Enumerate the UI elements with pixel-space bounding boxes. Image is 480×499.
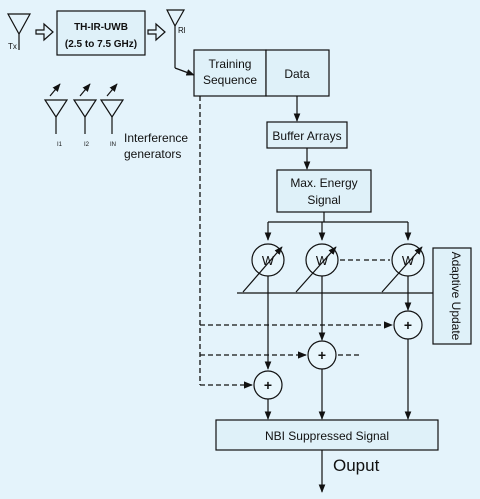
- hollow-arrow-2-icon: [147, 22, 166, 42]
- training-label-line1: Training: [209, 57, 252, 71]
- adaptive-update-block: [432, 247, 472, 345]
- training-sequence-block: [193, 49, 267, 97]
- output-label: Ouput: [333, 456, 380, 475]
- interference-antenna-3-icon: [99, 83, 125, 134]
- interference-label-2: I2: [84, 142, 90, 148]
- data-block: [265, 49, 330, 97]
- max-energy-block: [276, 169, 372, 213]
- uwb-block: [56, 10, 146, 56]
- max-energy-line2: Signal: [307, 193, 340, 207]
- sum-node-2-label: +: [318, 347, 326, 363]
- hollow-arrow-1-icon: [35, 22, 54, 42]
- rx-antenna-icon: [166, 9, 195, 76]
- tx-label: Tx: [8, 42, 17, 51]
- interference-antenna-1-icon: [43, 83, 69, 134]
- interference-label-n: IN: [110, 142, 116, 148]
- uwb-block-range: (2.5 to 7.5 GHz): [65, 39, 137, 50]
- nbi-suppressed-signal-label: NBI Suppressed Signal: [265, 429, 389, 443]
- buffer-arrays-label: Buffer Arrays: [272, 129, 341, 143]
- training-label-line2: Sequence: [203, 73, 257, 87]
- adaptive-update-label: Adaptive Update: [449, 252, 463, 341]
- weight-node-2-label: W: [316, 253, 329, 268]
- weight-node-1-label: W: [262, 253, 275, 268]
- max-energy-line1: Max. Energy: [290, 176, 357, 190]
- sum-node-n-label: +: [404, 317, 412, 333]
- tx-antenna-icon: [6, 13, 32, 50]
- interference-generators: [43, 83, 125, 134]
- rx-label: Rl: [178, 26, 186, 35]
- weight-node-n-label: W: [402, 253, 415, 268]
- uwb-block-title: TH-IR-UWB: [74, 22, 128, 33]
- interference-title-line1: Interference: [124, 131, 188, 145]
- interference-label-1: I1: [57, 142, 63, 148]
- interference-title-line2: generators: [124, 147, 181, 161]
- sum-node-1-label: +: [264, 377, 272, 393]
- interference-antenna-2-icon: [72, 83, 98, 134]
- data-label: Data: [284, 67, 310, 81]
- nbi-suppressed-signal-block: [215, 419, 439, 451]
